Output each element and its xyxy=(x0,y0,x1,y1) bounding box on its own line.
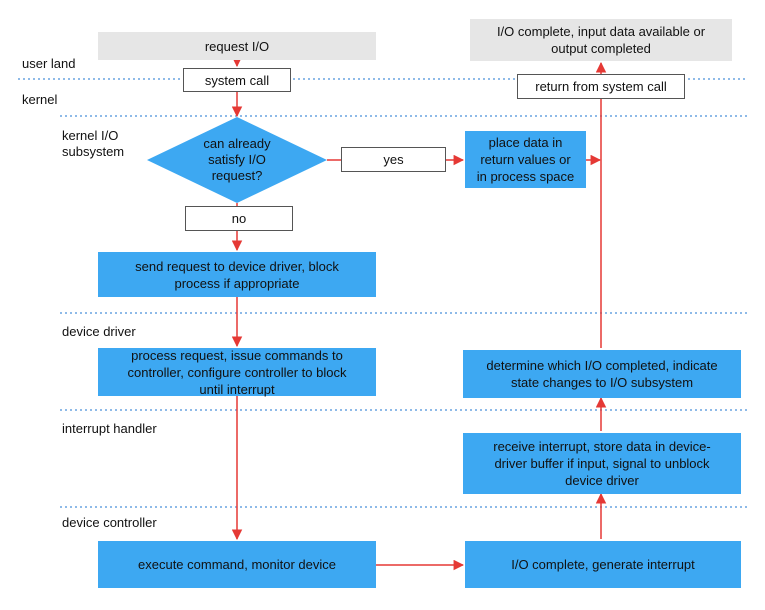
no-label-box: no xyxy=(185,206,293,231)
receive-interrupt-box: receive interrupt, store data in device-… xyxy=(463,433,741,494)
io-complete-box: I/O complete, input data available or ou… xyxy=(470,19,732,61)
execute-command-box: execute command, monitor device xyxy=(98,541,376,588)
layer-label-user-land: user land xyxy=(22,56,76,71)
determine-io-box: determine which I/O completed, indicate … xyxy=(463,350,741,398)
place-data-box: place data in return values or in proces… xyxy=(465,131,586,188)
io-complete-interrupt-box: I/O complete, generate interrupt xyxy=(465,541,741,588)
layer-label-device-controller: device controller xyxy=(62,515,157,530)
layer-label-kernel-io: kernel I/O subsystem xyxy=(62,128,125,159)
send-request-box: send request to device driver, block pro… xyxy=(98,252,376,297)
system-call-box: system call xyxy=(183,68,291,92)
decision-diamond xyxy=(147,117,327,203)
layer-label-interrupt-handler: interrupt handler xyxy=(62,421,157,436)
request-io-box: request I/O xyxy=(98,32,376,60)
layer-label-device-driver: device driver xyxy=(62,324,136,339)
decision-text: can already satisfy I/O request? xyxy=(203,136,271,183)
return-syscall-box: return from system call xyxy=(517,74,685,99)
process-request-box: process request, issue commands to contr… xyxy=(98,348,376,397)
layer-label-kernel: kernel xyxy=(22,92,58,107)
yes-label-box: yes xyxy=(341,147,446,172)
